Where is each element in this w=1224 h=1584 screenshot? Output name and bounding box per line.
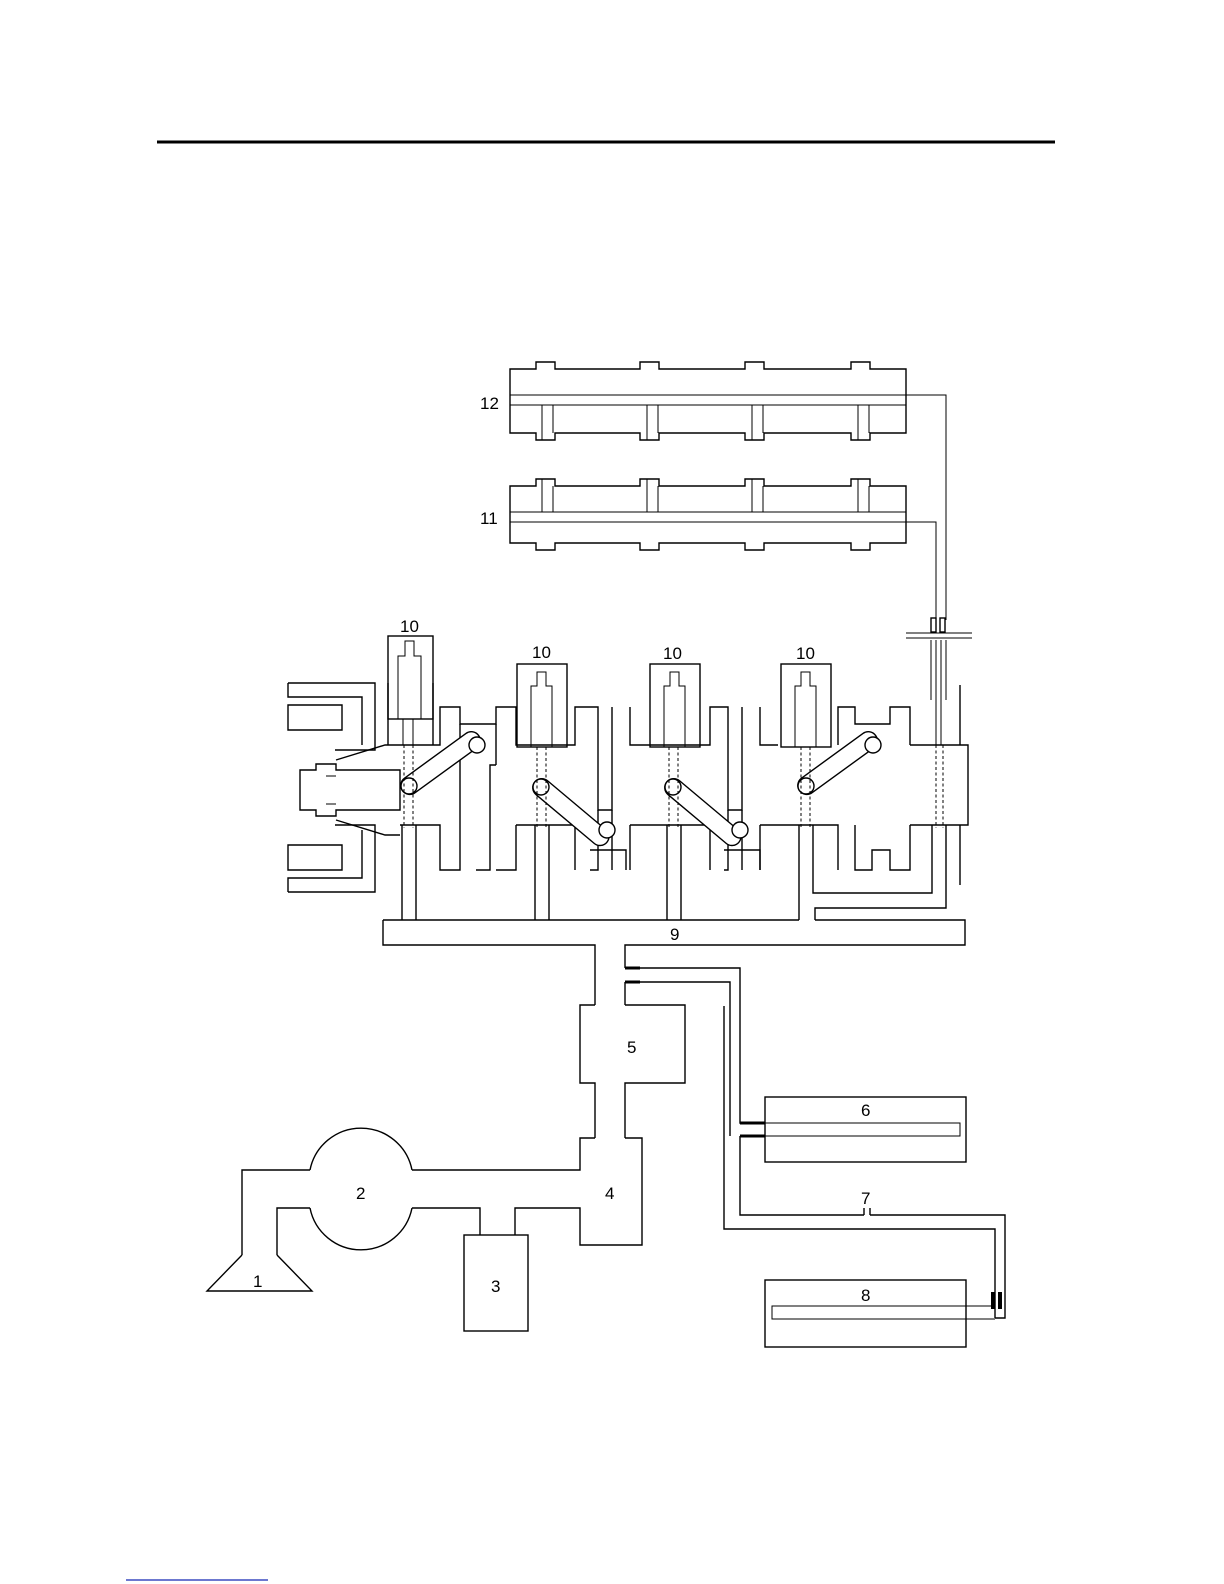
crankcase xyxy=(288,683,968,892)
label-10-3: 10 xyxy=(663,644,682,663)
labels: 1 2 3 4 5 6 7 8 9 10 10 10 10 11 12 xyxy=(253,394,870,1305)
piston-10-1 xyxy=(388,636,433,745)
label-3: 3 xyxy=(491,1277,500,1296)
piston-10-3 xyxy=(650,664,700,747)
label-10-2: 10 xyxy=(532,643,551,662)
label-2: 2 xyxy=(356,1184,365,1203)
filter-5 xyxy=(580,1005,685,1138)
piston-10-4 xyxy=(781,664,831,747)
label-11: 11 xyxy=(480,509,498,528)
label-7: 7 xyxy=(861,1189,870,1208)
bypass-lines xyxy=(625,968,1005,1318)
label-1: 1 xyxy=(253,1272,262,1291)
camshaft-11 xyxy=(510,479,936,620)
label-12: 12 xyxy=(480,394,499,413)
camshaft-12 xyxy=(510,362,946,620)
label-6: 6 xyxy=(861,1101,870,1120)
head-feed-line xyxy=(906,618,972,745)
label-4: 4 xyxy=(605,1184,614,1203)
label-10-1: 10 xyxy=(400,617,419,636)
label-8: 8 xyxy=(861,1286,870,1305)
piston-10-2 xyxy=(517,664,567,747)
label-10-4: 10 xyxy=(796,644,815,663)
gallery-branches xyxy=(402,825,946,920)
label-9: 9 xyxy=(670,925,679,944)
strainer-2 xyxy=(242,1128,412,1255)
label-5: 5 xyxy=(627,1038,636,1057)
component-8 xyxy=(765,1280,1002,1347)
